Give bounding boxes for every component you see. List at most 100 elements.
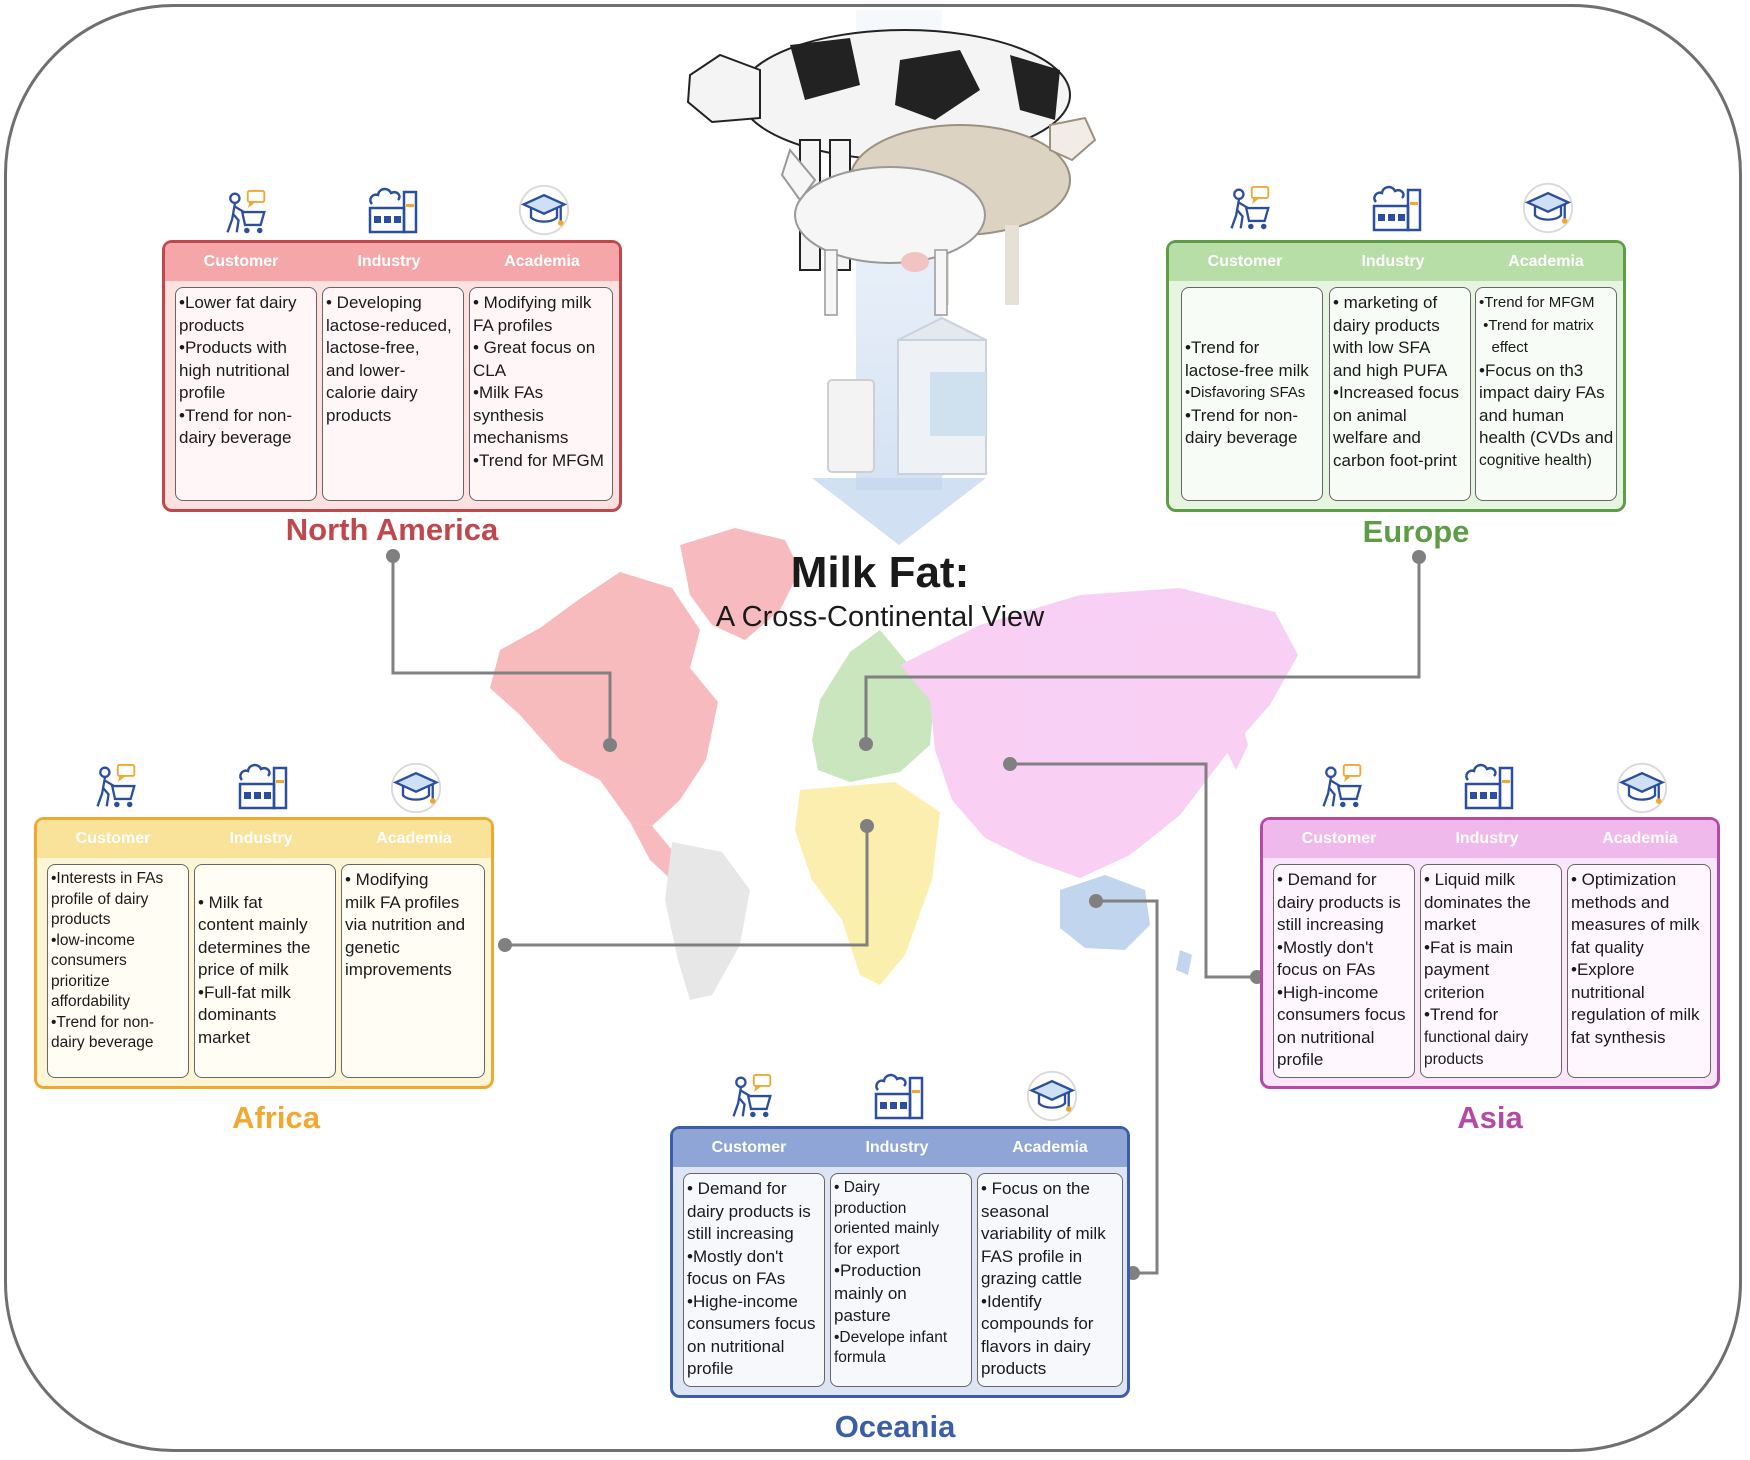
cell-line: consumers bbox=[51, 952, 127, 969]
cell-line: products bbox=[179, 315, 245, 335]
cell-line: with low SFA bbox=[1333, 338, 1431, 357]
cell-line: • Milk fat bbox=[198, 892, 263, 912]
cell-line: dairy products is bbox=[687, 1201, 811, 1221]
column-header-customer: Customer bbox=[1301, 830, 1377, 847]
cell-line: FAS profile in bbox=[981, 1246, 1083, 1266]
cell-line: pasture bbox=[834, 1306, 891, 1325]
cell-line: improvements bbox=[345, 960, 452, 979]
cell-line: profile bbox=[179, 383, 226, 402]
australia-shape bbox=[1060, 875, 1150, 950]
academia-cell: •Trend for MFGM •Trend for matrix effect… bbox=[1475, 287, 1617, 501]
cell-line: profile of dairy bbox=[51, 890, 149, 908]
diagram-title: Milk Fat: bbox=[790, 548, 970, 597]
cell-line bbox=[1185, 315, 1319, 338]
column-header-customer: Customer bbox=[711, 1139, 787, 1156]
cell-line: market bbox=[1424, 915, 1476, 934]
graduation-cap-icon bbox=[518, 184, 570, 236]
cell-line: via nutrition and bbox=[345, 915, 466, 934]
cell-line: •Identify bbox=[981, 1291, 1042, 1311]
cell-line: content mainly bbox=[198, 915, 308, 934]
cell-line: for export bbox=[834, 1240, 900, 1258]
cell-line: lactose-free milk bbox=[1185, 360, 1309, 380]
cell-line: consumers focus bbox=[1277, 1005, 1406, 1024]
cell-line: • Developing bbox=[326, 293, 422, 312]
region-label-africa: Africa bbox=[232, 1100, 320, 1135]
cell-line: CLA bbox=[473, 360, 507, 380]
column-header-academia: Academia bbox=[1508, 253, 1584, 270]
japan-shape bbox=[1225, 715, 1248, 770]
cell-line: dairy products is bbox=[1277, 892, 1401, 912]
cell-line: health (CVDs and bbox=[1479, 428, 1614, 447]
cell-line: • Modifying milk bbox=[473, 293, 592, 312]
cell-line: milk FA profiles bbox=[345, 892, 460, 912]
shopper-with-cart-icon bbox=[728, 1074, 774, 1120]
cell-line: carbon foot-print bbox=[1333, 450, 1457, 470]
column-header-academia: Academia bbox=[1012, 1139, 1088, 1156]
factory-icon bbox=[872, 1066, 928, 1122]
goat-illustration bbox=[780, 147, 986, 316]
cell-line: •Trend for non- bbox=[179, 405, 293, 425]
cell-line: • Modifying bbox=[345, 870, 429, 889]
industry-cell: • marketing of dairy products with low S… bbox=[1329, 287, 1471, 501]
cell-line: •Trend for MFGM bbox=[473, 450, 604, 470]
cell-line: compounds for bbox=[981, 1314, 1094, 1333]
cell-line bbox=[1185, 292, 1319, 315]
column-header-industry: Industry bbox=[357, 253, 421, 270]
academia-cell: • Modifying milk FA profiles via nutriti… bbox=[341, 864, 485, 1078]
asia-panel: Customer Industry Academia • Demand for … bbox=[1260, 817, 1720, 1089]
cell-line: production bbox=[834, 1199, 907, 1217]
cell-line: FA profiles bbox=[473, 315, 553, 335]
industry-cell: • Dairy production oriented mainly for e… bbox=[830, 1173, 972, 1387]
cell-line: •Full-fat milk bbox=[198, 982, 291, 1002]
column-header-customer: Customer bbox=[75, 830, 151, 847]
cell-line: still increasing bbox=[1277, 915, 1384, 934]
asia-shape bbox=[900, 588, 1298, 878]
column-header-academia: Academia bbox=[1602, 830, 1678, 847]
column-header-customer: Customer bbox=[203, 253, 279, 270]
cell-line: •Trend for non- bbox=[1185, 405, 1299, 425]
column-header-industry: Industry bbox=[865, 1139, 929, 1156]
north-america-shape bbox=[490, 572, 718, 826]
cell-line: effect bbox=[1479, 339, 1528, 356]
graduation-cap-icon bbox=[1616, 762, 1668, 814]
cell-line: • Optimization bbox=[1571, 870, 1677, 889]
cell-line: •Milk FAs bbox=[473, 383, 544, 402]
cell-line: and lower- bbox=[326, 360, 406, 380]
cell-line: mechanisms bbox=[473, 428, 569, 447]
cell-line: •Products with bbox=[179, 338, 287, 357]
customer-cell: •Interests in FAs profile of dairy produ… bbox=[47, 864, 189, 1078]
cell-line: genetic bbox=[345, 937, 400, 957]
cell-line: • Demand for bbox=[1277, 870, 1377, 889]
europe-shape bbox=[812, 630, 935, 782]
customer-cell: • Demand for dairy products is still inc… bbox=[683, 1173, 825, 1387]
cell-line: •Trend for bbox=[1424, 1005, 1499, 1024]
cell-line: focus on FAs bbox=[1277, 960, 1376, 979]
cell-line: flavors in dairy bbox=[981, 1336, 1091, 1356]
cell-line: market bbox=[198, 1027, 250, 1047]
factory-icon bbox=[236, 756, 292, 812]
cell-line: price of milk bbox=[198, 960, 289, 979]
cell-line: • marketing of bbox=[1333, 293, 1438, 312]
cell-line: and human bbox=[1479, 405, 1565, 425]
cell-line: profile bbox=[687, 1359, 734, 1378]
cell-line: seasonal bbox=[981, 1201, 1050, 1221]
cell-line: •Trend for MFGM bbox=[1479, 294, 1595, 311]
cell-line: calorie dairy bbox=[326, 383, 418, 402]
cell-line: • Dairy bbox=[834, 1179, 880, 1196]
cell-line: fat synthesis bbox=[1571, 1027, 1666, 1047]
connector-asia bbox=[1010, 762, 1257, 979]
region-label-asia: Asia bbox=[1457, 1100, 1523, 1135]
graduation-cap-icon bbox=[1522, 182, 1574, 234]
shopper-with-cart-icon bbox=[1226, 186, 1272, 232]
cell-line: • Great focus on bbox=[473, 338, 596, 357]
cell-line: •High-income bbox=[1277, 982, 1379, 1002]
customer-cell: •Trend for lactose-free milk •Disfavorin… bbox=[1181, 287, 1323, 501]
cell-line: on nutritional bbox=[687, 1336, 785, 1356]
cell-line: on animal bbox=[1333, 405, 1407, 425]
cell-line: dominates the bbox=[1424, 892, 1531, 912]
column-header-academia: Academia bbox=[504, 253, 580, 270]
cell-line: determines the bbox=[198, 937, 311, 957]
cell-line: affordability bbox=[51, 993, 130, 1010]
academia-cell: • Optimization methods and measures of m… bbox=[1567, 864, 1711, 1078]
cell-line: synthesis bbox=[473, 405, 544, 425]
